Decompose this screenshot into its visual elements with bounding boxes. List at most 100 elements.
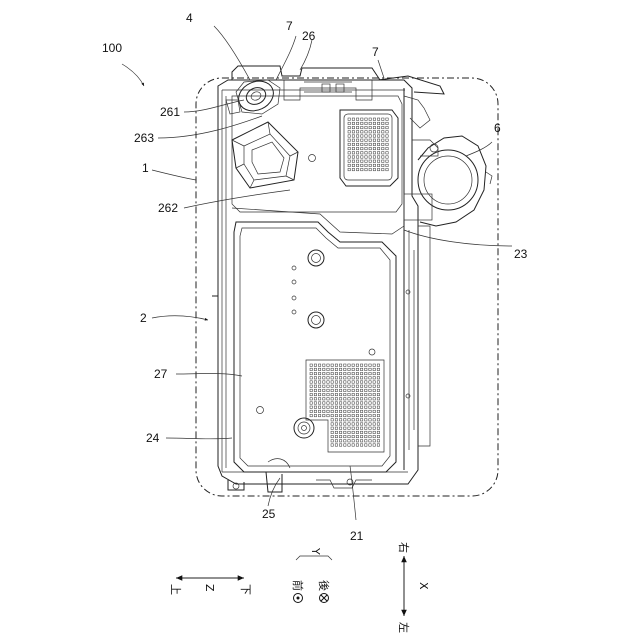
callout-21: 21	[350, 529, 364, 543]
vent-hole	[344, 419, 346, 421]
vent-hole	[369, 156, 371, 158]
vent-hole	[373, 368, 375, 370]
x-right-label: 右	[397, 542, 411, 553]
vent-hole	[335, 385, 337, 387]
vent-hole	[386, 160, 388, 162]
vent-hole	[348, 423, 350, 425]
vent-hole	[356, 135, 358, 137]
vent-hole	[377, 402, 379, 404]
vent-hole	[314, 389, 316, 391]
vent-hole	[382, 122, 384, 124]
callout-labels: 100 4 7 26 7 261 263 1 262 6 23 2 27 24 …	[102, 11, 528, 543]
vent-hole	[373, 377, 375, 379]
vent-hole	[335, 444, 337, 446]
vent-hole	[327, 372, 329, 374]
vent-hole	[331, 389, 333, 391]
vent-hole	[310, 398, 312, 400]
vent-hole	[344, 398, 346, 400]
vent-hole	[369, 444, 371, 446]
vent-hole	[386, 135, 388, 137]
callout-7-right: 7	[372, 45, 379, 59]
vent-hole	[318, 364, 320, 366]
vent-hole	[352, 364, 354, 366]
housing-outline	[196, 78, 498, 496]
vent-hole	[327, 368, 329, 370]
vent-hole	[365, 385, 367, 387]
vent-hole	[335, 410, 337, 412]
vent-hole	[348, 402, 350, 404]
vent-hole	[331, 393, 333, 395]
vent-hole	[369, 381, 371, 383]
vent-hole	[348, 419, 350, 421]
vent-hole	[373, 414, 375, 416]
vent-hole	[331, 402, 333, 404]
blower-fan	[404, 136, 492, 446]
vent-hole	[314, 410, 316, 412]
x-axis-indicator: 右 X 左	[397, 542, 430, 633]
vent-hole	[352, 389, 354, 391]
vent-hole	[339, 364, 341, 366]
z-down-label: 下	[239, 584, 252, 595]
vent-hole	[356, 435, 358, 437]
vent-hole	[318, 402, 320, 404]
vent-hole	[318, 377, 320, 379]
vent-hole	[373, 139, 375, 141]
vent-hole	[323, 410, 325, 412]
vent-hole	[331, 440, 333, 442]
vent-hole	[365, 135, 367, 137]
vent-hole	[348, 406, 350, 408]
vent-hole	[377, 440, 379, 442]
vent-hole	[369, 431, 371, 433]
vent-hole	[373, 131, 375, 133]
x-left-label: 左	[397, 622, 410, 633]
vent-hole	[344, 431, 346, 433]
vent-hole	[327, 398, 329, 400]
vent-hole	[339, 440, 341, 442]
vent-hole	[360, 393, 362, 395]
vent-hole	[373, 406, 375, 408]
vent-hole	[361, 152, 363, 154]
vent-hole	[348, 139, 350, 141]
vent-hole	[310, 385, 312, 387]
vent-hole	[352, 135, 354, 137]
vent-hole	[386, 147, 388, 149]
vent-hole	[344, 406, 346, 408]
vent-hole	[344, 381, 346, 383]
vent-hole	[348, 440, 350, 442]
vent-hole	[335, 377, 337, 379]
vent-hole	[348, 152, 350, 154]
vent-hole	[352, 398, 354, 400]
vent-hole	[356, 440, 358, 442]
vent-hole	[352, 414, 354, 416]
vent-hole	[356, 402, 358, 404]
vent-hole	[356, 368, 358, 370]
vent-hole	[373, 444, 375, 446]
y-axis-indicator: Y 前 後	[291, 547, 332, 603]
vent-hole	[377, 414, 379, 416]
vent-hole	[356, 398, 358, 400]
vent-hole	[344, 377, 346, 379]
vent-hole	[352, 406, 354, 408]
vent-hole	[314, 372, 316, 374]
vent-hole	[365, 444, 367, 446]
vent-hole	[365, 131, 367, 133]
vent-hole	[360, 406, 362, 408]
vent-hole	[365, 377, 367, 379]
vent-hole	[314, 381, 316, 383]
vent-hole	[377, 410, 379, 412]
vent-hole	[356, 168, 358, 170]
vent-hole	[356, 419, 358, 421]
vent-hole	[318, 410, 320, 412]
vent-hole	[377, 118, 379, 120]
vent-hole	[369, 427, 371, 429]
vent-hole	[352, 381, 354, 383]
vent-hole	[352, 377, 354, 379]
vent-hole	[327, 393, 329, 395]
vent-hole	[339, 398, 341, 400]
vent-hole	[331, 414, 333, 416]
vent-hole	[373, 427, 375, 429]
vent-hole	[386, 126, 388, 128]
vent-hole	[348, 377, 350, 379]
callout-6: 6	[494, 121, 501, 135]
vent-hole	[361, 122, 363, 124]
